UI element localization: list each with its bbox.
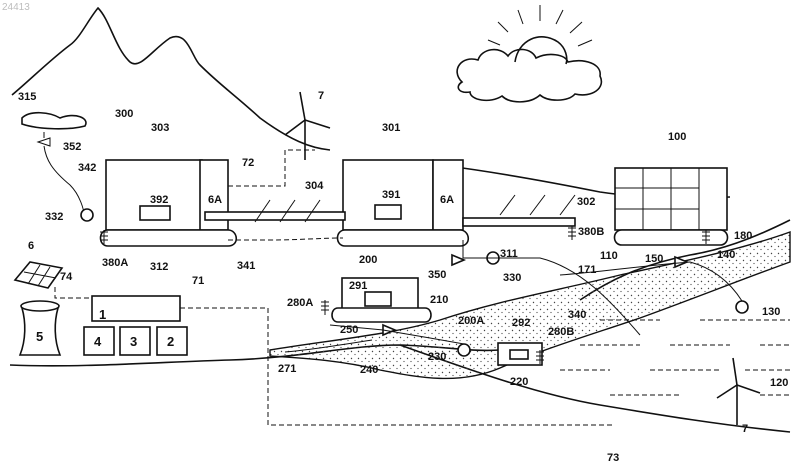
small-cloud [22,113,86,129]
label-271: 271 [278,363,296,375]
label-4: 4 [94,334,102,349]
label-312: 312 [150,261,168,273]
label-180: 180 [734,230,752,242]
label-7-bottom: 7 [742,423,748,435]
label-6A-left: 6A [208,194,222,206]
cloud [457,49,601,101]
solar-panel-icon [15,262,62,288]
valve-352-icon [38,132,50,146]
label-200A: 200A [458,315,484,327]
label-2: 2 [167,334,174,349]
label-304: 304 [305,180,324,192]
label-380B: 380B [578,226,604,238]
label-301: 301 [382,122,400,134]
pipe-304 [205,212,345,220]
label-292: 292 [512,317,530,329]
label-220: 220 [510,376,528,388]
label-280A: 280A [287,297,313,309]
label-5: 5 [36,329,43,344]
pump-230 [458,344,470,356]
label-250: 250 [340,324,358,336]
label-120: 120 [770,377,788,389]
label-71: 71 [192,275,204,287]
label-315: 315 [18,91,36,103]
label-340: 340 [568,309,586,321]
label-6: 6 [28,240,34,252]
pipe-302 [463,218,575,226]
label-302: 302 [577,196,595,208]
label-342: 342 [78,162,96,174]
base-311 [338,230,469,246]
label-171: 171 [578,264,596,276]
label-230: 230 [428,351,446,363]
valve-350 [452,255,464,265]
label-380A: 380A [102,257,128,269]
pipe-342 [44,146,84,215]
component-391 [375,205,401,219]
label-391: 391 [382,189,400,201]
label-291: 291 [349,280,367,292]
label-311: 311 [500,248,518,260]
label-7-top: 7 [318,90,324,102]
label-280B: 280B [548,326,574,338]
label-130: 130 [762,306,780,318]
label-210: 210 [430,294,448,306]
label-330: 330 [503,272,521,284]
pump-332 [81,209,93,221]
label-200: 200 [359,254,377,266]
line-341 [228,238,343,240]
label-240: 240 [360,364,378,376]
label-3: 3 [130,334,137,349]
wind-turbine-bottom-icon [717,358,760,425]
base-110 [615,230,728,245]
label-140: 140 [717,249,735,261]
label-6A-right: 6A [440,194,454,206]
label-341: 341 [237,260,255,272]
label-73: 73 [607,452,619,464]
line-74 [55,287,92,298]
label-300: 300 [115,108,133,120]
label-350: 350 [428,269,446,281]
base-312 [101,230,237,246]
component-291 [365,292,391,306]
label-392: 392 [150,194,168,206]
label-332: 332 [45,211,63,223]
sun-icon [488,5,592,64]
label-72: 72 [242,157,254,169]
watermark: 24413 [2,2,30,13]
label-74: 74 [60,271,73,283]
label-110: 110 [600,250,618,262]
label-1: 1 [99,307,106,322]
pump-130 [736,301,748,313]
label-150: 150 [645,253,663,265]
label-100: 100 [668,131,686,143]
label-303: 303 [151,122,169,134]
label-352: 352 [63,141,81,153]
component-392 [140,206,170,220]
